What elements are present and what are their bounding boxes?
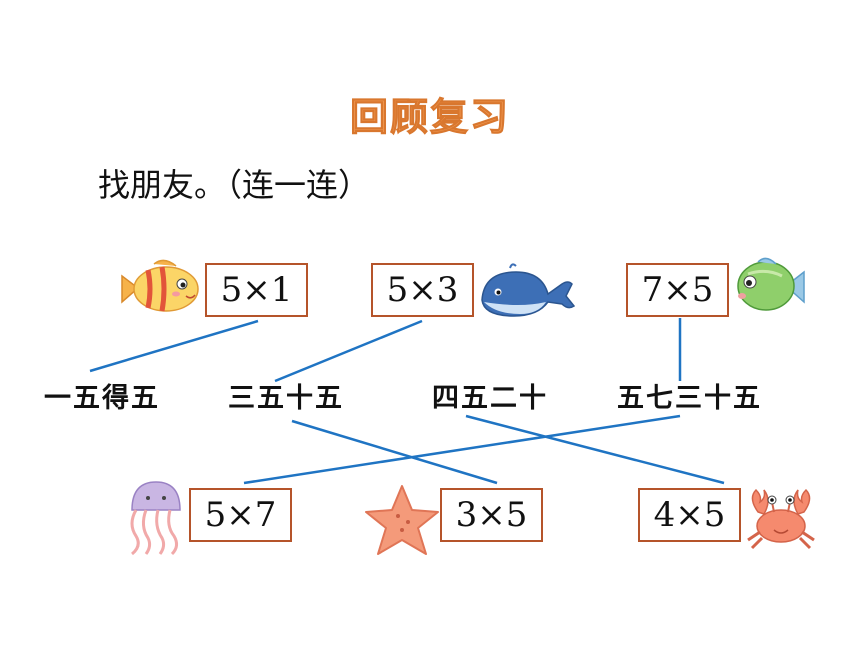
phrase-yiwu[interactable]: 一五得五 bbox=[44, 383, 160, 414]
jellyfish-icon bbox=[130, 481, 181, 556]
line-wuqi-to-5x7 bbox=[243, 414, 681, 485]
bottom-box-3x5[interactable]: 3×5 bbox=[440, 488, 543, 542]
phrase-sanwu[interactable]: 三五十五 bbox=[228, 383, 344, 414]
line-siwu-to-4x5 bbox=[465, 414, 725, 485]
page-title: 回顾复习 bbox=[349, 95, 510, 140]
line-sanwu-to-3x5 bbox=[291, 419, 498, 485]
top-box-5x1[interactable]: 5×1 bbox=[205, 263, 308, 317]
phrase-siwu[interactable]: 四五二十 bbox=[432, 383, 548, 414]
green-fish-icon bbox=[737, 257, 805, 311]
phrase-wuqi[interactable]: 五七三十五 bbox=[617, 383, 762, 414]
fish-icon bbox=[121, 259, 199, 312]
bottom-box-4x5[interactable]: 4×5 bbox=[638, 488, 741, 542]
line-5x3-to-sanwu bbox=[274, 319, 423, 383]
bottom-box-5x7[interactable]: 5×7 bbox=[189, 488, 292, 542]
top-box-7x5[interactable]: 7×5 bbox=[626, 263, 729, 317]
whale-icon bbox=[481, 263, 576, 317]
top-box-5x3[interactable]: 5×3 bbox=[371, 263, 474, 317]
starfish-icon bbox=[365, 485, 439, 555]
line-5x1-to-yiwu bbox=[89, 319, 259, 373]
instruction-text: 找朋友。（连一连） bbox=[98, 166, 371, 204]
crab-icon bbox=[747, 488, 815, 550]
